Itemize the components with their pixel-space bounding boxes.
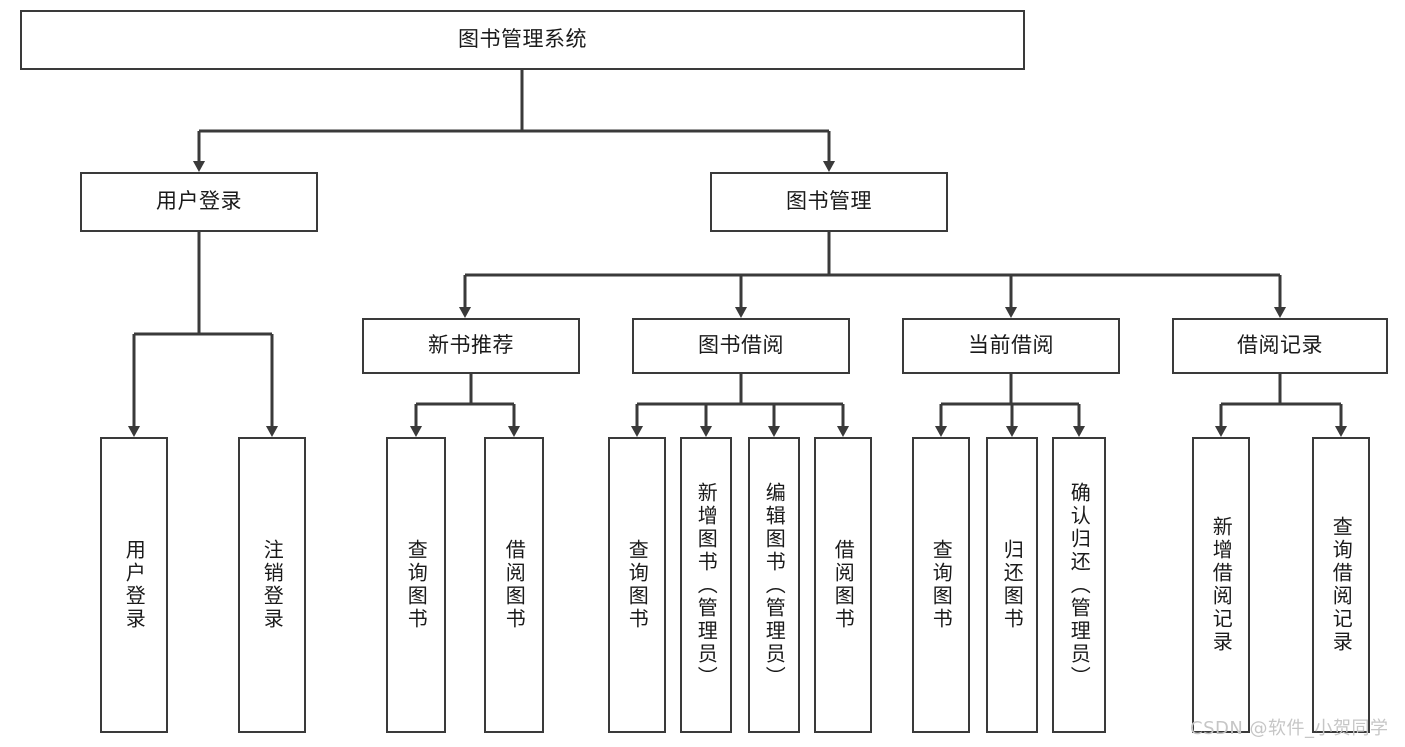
node-label: 用户登录	[156, 189, 242, 214]
node-leaf-query-borrow-record[interactable]: 查询借阅记录	[1312, 437, 1370, 733]
node-leaf-query-book-3[interactable]: 查询图书	[912, 437, 970, 733]
node-leaf-edit-book[interactable]: 编辑图书（管理员）	[748, 437, 800, 733]
node-label: 查询借阅记录	[1329, 516, 1354, 654]
node-leaf-add-book[interactable]: 新增图书（管理员）	[680, 437, 732, 733]
arrowhead-recommend-to-leaves-1	[507, 426, 521, 437]
node-borrow-record[interactable]: 借阅记录	[1172, 318, 1388, 374]
arrowhead-borrow-to-leaves-1	[699, 426, 713, 437]
arrowhead-borrow-to-leaves-2	[767, 426, 781, 437]
node-leaf-return-book[interactable]: 归还图书	[986, 437, 1038, 733]
node-leaf-user-login[interactable]: 用户登录	[100, 437, 168, 733]
node-label: 查询图书	[404, 539, 429, 631]
node-label: 借阅记录	[1237, 333, 1323, 358]
node-label: 归还图书	[1000, 539, 1025, 631]
arrowhead-bookmanage-to-level3-0	[458, 307, 472, 318]
node-current-borrow[interactable]: 当前借阅	[902, 318, 1120, 374]
arrowhead-borrow-to-leaves-0	[630, 426, 644, 437]
node-book-borrow[interactable]: 图书借阅	[632, 318, 850, 374]
node-label: 图书管理	[786, 189, 872, 214]
node-label: 图书借阅	[698, 333, 784, 358]
arrowhead-bookmanage-to-level3-1	[734, 307, 748, 318]
node-leaf-user-logout[interactable]: 注销登录	[238, 437, 306, 733]
arrowhead-bookmanage-to-level3-2	[1004, 307, 1018, 318]
node-label: 新书推荐	[428, 333, 514, 358]
node-label: 图书管理系统	[458, 27, 587, 52]
arrowhead-current-to-leaves-0	[934, 426, 948, 437]
arrowhead-root-to-level2-1	[822, 161, 836, 172]
node-label: 查询图书	[929, 539, 954, 631]
node-user-login[interactable]: 用户登录	[80, 172, 318, 232]
node-label: 新增图书（管理员）	[694, 481, 719, 689]
arrowhead-root-to-level2-0	[192, 161, 206, 172]
node-label: 借阅图书	[502, 539, 527, 631]
arrowhead-borrow-to-leaves-3	[836, 426, 850, 437]
arrowhead-recommend-to-leaves-0	[409, 426, 423, 437]
node-root[interactable]: 图书管理系统	[20, 10, 1025, 70]
node-leaf-borrow-book-2[interactable]: 借阅图书	[814, 437, 872, 733]
arrowhead-record-to-leaves-1	[1334, 426, 1348, 437]
arrowhead-current-to-leaves-2	[1072, 426, 1086, 437]
arrowhead-userlogin-to-leaves-1	[265, 426, 279, 437]
node-label: 用户登录	[122, 539, 147, 631]
node-leaf-borrow-book-1[interactable]: 借阅图书	[484, 437, 544, 733]
connector-lines	[127, 70, 1348, 437]
arrowhead-userlogin-to-leaves-0	[127, 426, 141, 437]
node-label: 注销登录	[260, 539, 285, 631]
node-label: 查询图书	[625, 539, 650, 631]
arrowhead-current-to-leaves-1	[1005, 426, 1019, 437]
node-leaf-query-book-1[interactable]: 查询图书	[386, 437, 446, 733]
node-leaf-add-borrow-record[interactable]: 新增借阅记录	[1192, 437, 1250, 733]
node-label: 借阅图书	[831, 539, 856, 631]
node-leaf-confirm-return[interactable]: 确认归还（管理员）	[1052, 437, 1106, 733]
node-leaf-query-book-2[interactable]: 查询图书	[608, 437, 666, 733]
arrowhead-record-to-leaves-0	[1214, 426, 1228, 437]
node-label: 编辑图书（管理员）	[762, 481, 787, 689]
node-new-book-recommend[interactable]: 新书推荐	[362, 318, 580, 374]
arrowhead-bookmanage-to-level3-3	[1273, 307, 1287, 318]
node-label: 确认归还（管理员）	[1067, 481, 1092, 689]
node-label: 新增借阅记录	[1209, 516, 1234, 654]
node-label: 当前借阅	[968, 333, 1054, 358]
node-book-manage[interactable]: 图书管理	[710, 172, 948, 232]
